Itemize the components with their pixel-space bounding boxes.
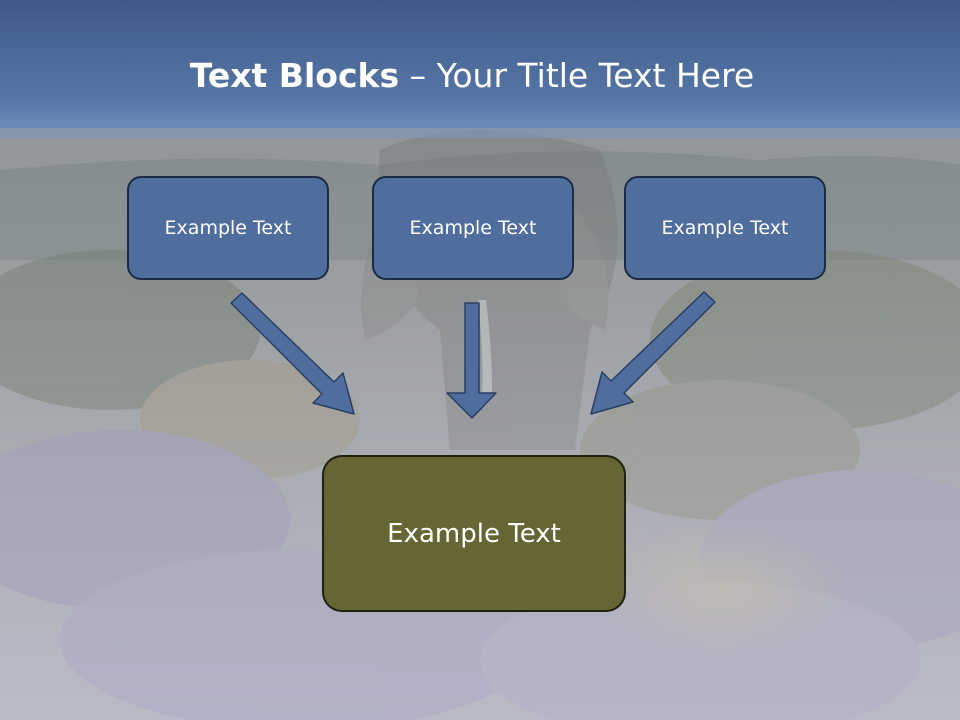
text-block-2-label: Example Text (409, 217, 537, 239)
text-block-1[interactable]: Example Text (127, 176, 329, 280)
target-text-block-label: Example Text (387, 518, 561, 549)
title-separator: – (399, 56, 437, 95)
target-text-block[interactable]: Example Text (322, 455, 626, 612)
text-block-1-label: Example Text (164, 217, 292, 239)
text-block-2[interactable]: Example Text (372, 176, 574, 280)
title-bold-text: Text Blocks (189, 56, 400, 95)
slide-title: Text Blocks – Your Title Text Here (0, 48, 944, 104)
text-block-3-label: Example Text (661, 217, 789, 239)
title-rest-text: Your Title Text Here (436, 56, 755, 95)
text-block-3[interactable]: Example Text (624, 176, 826, 280)
